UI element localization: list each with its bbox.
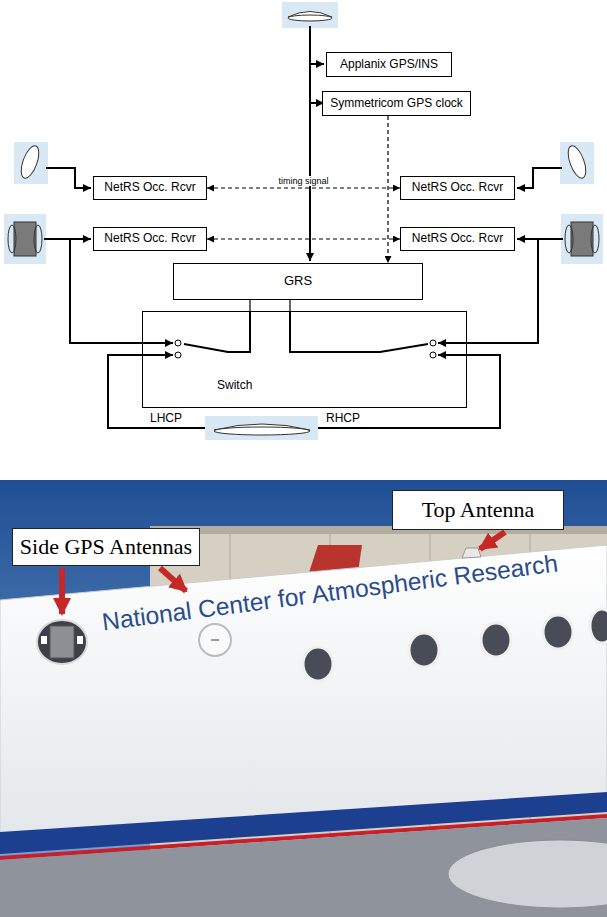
receiver-box: NetRS Occ. Rcvr	[93, 227, 207, 251]
window	[303, 647, 333, 681]
engine-nacelle	[448, 840, 607, 908]
edge-label: timing signal	[277, 176, 331, 186]
feed-wire	[44, 238, 91, 240]
dish-antenna	[18, 144, 43, 181]
switch-arm	[290, 311, 428, 352]
box-text: Switch	[217, 379, 252, 393]
polarization-label: LHCP	[150, 412, 182, 426]
feed-wire	[310, 63, 324, 65]
process-box: Symmetricom GPS clock	[322, 91, 471, 116]
pointer-arrow	[59, 568, 65, 614]
switch-contact	[175, 340, 181, 346]
signal-connector	[249, 300, 250, 311]
process-box: Applanix GPS/INS	[326, 52, 452, 77]
antenna-ring	[8, 225, 16, 253]
callout-box: Top Antenna	[392, 490, 564, 530]
signal-connector	[289, 300, 290, 311]
switch-contact	[430, 352, 436, 358]
feed-wire	[46, 168, 91, 188]
side-antenna-frame	[37, 620, 87, 664]
side-antenna-mount	[77, 636, 83, 644]
antenna-ground	[560, 142, 594, 184]
timing-connector	[207, 187, 400, 188]
round-antenna	[199, 624, 231, 656]
feed-wire	[318, 355, 500, 428]
antenna-ring	[565, 225, 573, 253]
window	[590, 609, 607, 643]
dual-pol-antenna-base	[214, 427, 310, 435]
switch-contact	[430, 340, 436, 346]
polarization-label: RHCP	[326, 412, 360, 426]
window	[409, 633, 439, 667]
box-text: Applanix GPS/INS	[340, 58, 438, 72]
receiver-box: NetRS Occ. Rcvr	[400, 176, 515, 200]
side-antenna-symbol	[14, 222, 36, 256]
feed-wire	[309, 26, 311, 261]
process-box: GRS	[173, 263, 423, 300]
pointer-arrow	[480, 532, 505, 549]
timing-connector	[207, 238, 400, 239]
fuselage	[0, 545, 607, 842]
antenna-ground	[561, 214, 603, 264]
receiver-box: NetRS Occ. Rcvr	[93, 176, 207, 200]
antenna-ring	[591, 225, 599, 253]
box-text: NetRS Occ. Rcvr	[412, 232, 503, 246]
antenna-ring	[34, 225, 42, 253]
box-text: Symmetricom GPS clock	[330, 97, 463, 111]
box-text: NetRS Occ. Rcvr	[104, 232, 195, 246]
window	[481, 623, 511, 657]
callout-text: Top Antenna	[422, 497, 535, 522]
round-antenna-mark	[211, 639, 219, 641]
feed-wire	[517, 238, 563, 240]
timing-connector	[387, 116, 388, 263]
feed-wire	[438, 239, 538, 343]
antenna-ground	[205, 416, 318, 440]
top-antenna	[462, 548, 481, 558]
feed-wire	[108, 355, 205, 428]
antenna-ground	[282, 2, 338, 28]
antenna-ground	[4, 214, 46, 264]
box-text: NetRS Occ. Rcvr	[412, 181, 503, 195]
box-text: NetRS Occ. Rcvr	[104, 181, 195, 195]
feed-wire	[517, 168, 562, 188]
switch-arm	[184, 311, 250, 352]
switch-contact	[175, 352, 181, 358]
side-antenna-mount	[41, 636, 47, 644]
side-antenna-symbol	[571, 222, 593, 256]
callout-box: Side GPS Antennas	[12, 528, 200, 566]
patch-antenna-base	[288, 15, 332, 21]
receiver-box: NetRS Occ. Rcvr	[400, 227, 515, 251]
callout-text: Side GPS Antennas	[20, 534, 192, 559]
side-antenna	[50, 626, 74, 658]
antenna-ground	[14, 142, 48, 184]
dish-antenna	[565, 144, 590, 181]
window	[543, 615, 573, 649]
feed-wire	[70, 239, 173, 343]
switch-box: Switch	[142, 311, 467, 408]
pointer-arrow	[160, 568, 186, 591]
box-text: GRS	[284, 274, 312, 289]
